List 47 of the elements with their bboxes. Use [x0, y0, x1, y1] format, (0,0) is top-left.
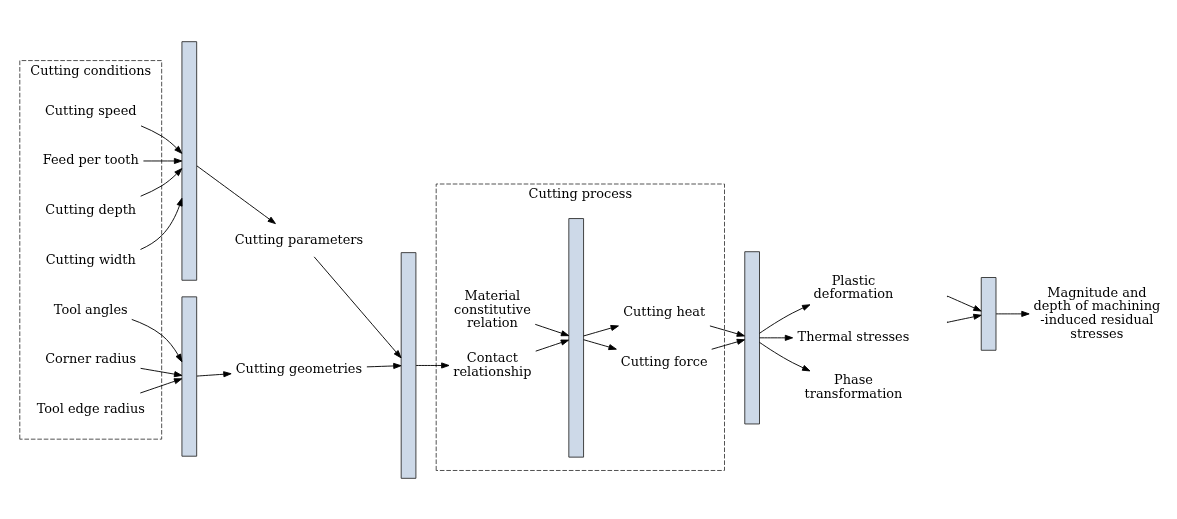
node-text: Phase transformation: [804, 371, 903, 401]
node-text: Cutting heat: [623, 303, 706, 319]
arrow: [140, 197, 183, 250]
arrow: [947, 295, 982, 311]
node-text: Tool edge radius: [36, 400, 145, 416]
arrow: [140, 367, 183, 377]
node-text: Cutting parameters: [234, 231, 364, 247]
arrow: [583, 324, 619, 336]
arrow: [535, 339, 570, 352]
arrow: [140, 124, 183, 154]
arrow: [313, 255, 402, 358]
arrow: [366, 362, 402, 369]
arrow: [709, 324, 745, 337]
node-text: Corner radius: [45, 350, 137, 366]
node-text: Plastic deformation: [813, 272, 894, 301]
arrow: [534, 323, 570, 336]
arrow: [415, 361, 450, 368]
arrow: [142, 157, 183, 164]
node-text: Cutting geometries: [235, 360, 363, 376]
node-text: Cutting speed: [44, 102, 137, 118]
arrow: [759, 334, 794, 341]
node-text: Feed per tooth: [42, 151, 139, 167]
node-text: Thermal stresses: [797, 328, 910, 344]
arrow: [583, 338, 617, 350]
node-bar: [181, 295, 198, 457]
arrow: [196, 370, 232, 377]
node-bar: [568, 217, 584, 458]
node-text: Tool angles: [53, 301, 128, 317]
node-text: Cutting depth: [45, 201, 137, 217]
arrow: [139, 377, 183, 393]
arrow: [140, 167, 183, 197]
node-bar: [980, 276, 997, 351]
arrow: [196, 164, 276, 224]
node-text: Contact relationship: [453, 349, 532, 379]
node-bar: [181, 40, 198, 281]
arrow: [995, 310, 1030, 317]
node-text: Material constitutive relation: [453, 287, 531, 330]
arrow: [947, 313, 982, 323]
node-text: Magnitude and depth of machining -induced residual stresses: [1033, 284, 1161, 341]
arrow: [759, 341, 811, 371]
node-bar: [400, 251, 417, 479]
node-text: Cutting force: [620, 353, 708, 369]
arrow: [759, 303, 811, 334]
arrow: [131, 318, 183, 362]
arrow: [711, 338, 746, 350]
node-text: Cutting width: [45, 251, 136, 267]
node-bar: [744, 250, 760, 424]
